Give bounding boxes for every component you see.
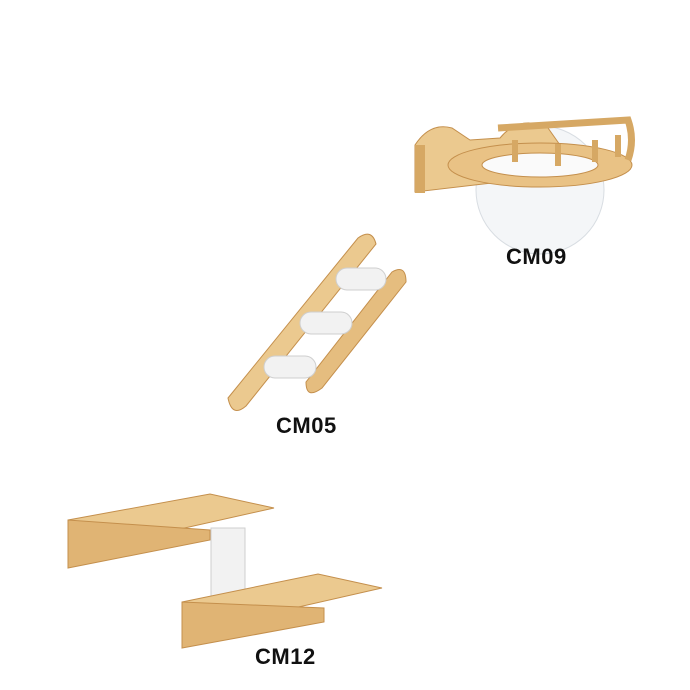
cm05-ladder (227, 233, 407, 411)
cm09-bowl-bed (414, 116, 635, 255)
cm12-double-shelf (67, 493, 383, 649)
product-label-cm05: CM05 (276, 413, 337, 438)
product-label-cm09: CM09 (506, 244, 567, 269)
product-label-cm12: CM12 (255, 644, 316, 669)
